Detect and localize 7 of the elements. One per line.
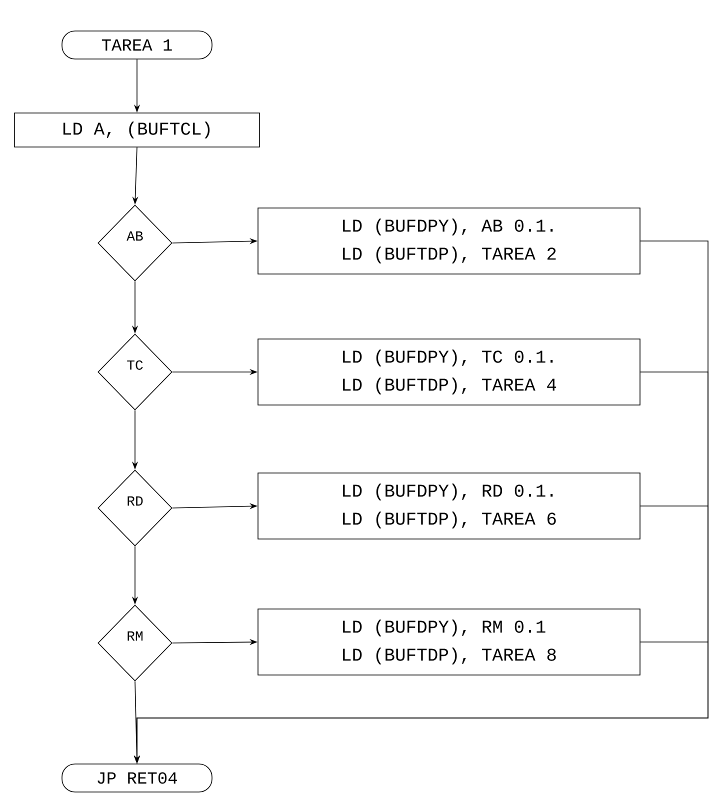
terminal-box: TAREA 1 <box>62 30 212 60</box>
process-box: LD (BUFDPY), RM 0.1 LD (BUFTDP), TAREA 8 <box>258 608 640 676</box>
process-box: LD (BUFDPY), TC 0.1. LD (BUFTDP), TAREA 4 <box>258 338 640 406</box>
process-box: LD A, (BUFTCL) <box>14 112 260 148</box>
process-box: LD (BUFDPY), RD 0.1. LD (BUFTDP), TAREA 6 <box>258 472 640 540</box>
terminal-box: JP RET04 <box>62 764 212 792</box>
process-box: LD (BUFDPY), AB 0.1. LD (BUFTDP), TAREA 2 <box>258 208 640 274</box>
